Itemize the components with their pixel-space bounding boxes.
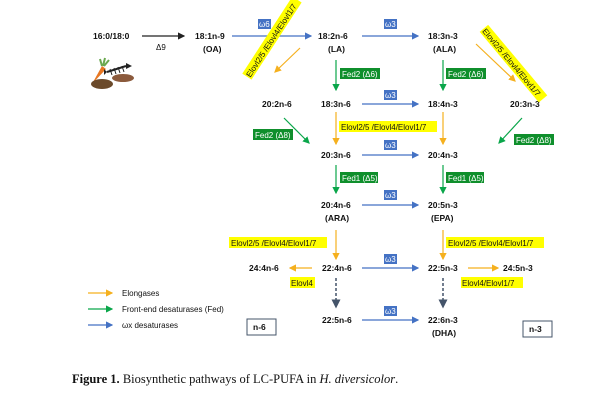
label-omega3-ara: ω3 [384, 190, 397, 200]
svg-text:Fed2 (Δ8): Fed2 (Δ8) [255, 131, 291, 140]
caption-text: Biosynthetic pathways of LC-PUFA in [119, 372, 320, 386]
svg-text:n-3: n-3 [529, 324, 542, 334]
svg-text:ω3: ω3 [385, 307, 396, 316]
series-box-n3: n-3 [522, 320, 553, 338]
svg-text:ω3: ω3 [385, 141, 396, 150]
label-omega3-22-5: ω3 [384, 306, 397, 316]
label-omega3-22-4: ω3 [384, 254, 397, 264]
node-ala: 18:3n-3 [428, 31, 458, 41]
worm-icon [112, 74, 134, 82]
node-20-4n-3: 20:4n-3 [428, 150, 458, 160]
label-elovl-mid: Elovl2/5 /Elovl4/Elovl1/7 [339, 121, 437, 132]
node-22-4n-6: 22:4n-6 [322, 263, 352, 273]
svg-text:Fed1 (Δ5): Fed1 (Δ5) [448, 174, 484, 183]
label-elovl-ara: Elovl2/5 /Elovl4/Elovl1/7 [229, 237, 327, 248]
node-la: 18:2n-6 [318, 31, 348, 41]
legend: Elongases Front-end desaturases (Fed) ωx… [88, 289, 224, 330]
node-oa: 18:1n-9 [195, 31, 225, 41]
node-ara-abbr: (ARA) [325, 213, 349, 223]
svg-text:n-6: n-6 [253, 322, 266, 332]
series-box-n6: n-6 [246, 318, 277, 336]
node-dha: 22:6n-3 [428, 315, 458, 325]
node-20-3n-6: 20:3n-6 [321, 150, 351, 160]
label-elovl4: Elovl4 [290, 277, 315, 288]
arrow-fed2-d8-left [283, 117, 310, 144]
label-fed2-d8-right: Fed2 (Δ8) [514, 134, 554, 145]
svg-text:ω6: ω6 [259, 20, 270, 29]
node-20-2n-6: 20:2n-6 [262, 99, 292, 109]
svg-text:Fed2 (Δ6): Fed2 (Δ6) [342, 70, 378, 79]
figure-caption: Figure 1. Biosynthetic pathways of LC-PU… [72, 372, 398, 387]
svg-text:Fed2 (Δ8): Fed2 (Δ8) [516, 136, 552, 145]
node-epa: 20:5n-3 [428, 200, 458, 210]
node-22-5n-6: 22:5n-6 [322, 315, 352, 325]
arrow-elovl-ala-20-3 [475, 43, 516, 82]
node-22-5n-3: 22:5n-3 [428, 263, 458, 273]
label-omega6: ω6 [258, 19, 271, 29]
svg-text:Elovl2/5 /Elovl4/Elovl1/7: Elovl2/5 /Elovl4/Elovl1/7 [448, 239, 534, 248]
svg-text:ω3: ω3 [385, 20, 396, 29]
svg-text:Elovl4/Elovl1/7: Elovl4/Elovl1/7 [462, 279, 515, 288]
node-ala-abbr: (ALA) [433, 44, 456, 54]
node-la-abbr: (LA) [328, 44, 345, 54]
caption-end: . [395, 372, 399, 386]
node-16-0-18-0: 16:0/18:0 [93, 31, 130, 41]
node-ara: 20:4n-6 [321, 200, 351, 210]
label-elovl-epa: Elovl2/5 /Elovl4/Elovl1/7 [446, 237, 544, 248]
node-dha-abbr: (DHA) [432, 328, 456, 338]
svg-text:Elovl2/5 /Elovl4/Elovl1/7: Elovl2/5 /Elovl4/Elovl1/7 [341, 123, 427, 132]
fish-skeleton-icon [104, 63, 132, 76]
label-fed2-d8-left: Fed2 (Δ8) [253, 129, 293, 140]
arrow-elovl-la-20-2 [274, 47, 301, 73]
food-sources-illustration [91, 57, 134, 89]
label-elovl-diag-right: Elovl2/5 /Elovl4/Elovl1/7 [479, 24, 548, 103]
legend-omega: ωx desaturases [122, 321, 178, 330]
svg-text:Fed1 (Δ5): Fed1 (Δ5) [342, 174, 378, 183]
label-fed1-n6: Fed1 (Δ5) [340, 172, 378, 183]
node-20-3n-3: 20:3n-3 [510, 99, 540, 109]
label-omega3-20-3: ω3 [384, 140, 397, 150]
svg-text:Fed2 (Δ6): Fed2 (Δ6) [448, 70, 484, 79]
svg-text:ω3: ω3 [385, 255, 396, 264]
svg-text:Elovl2/5 /Elovl4/Elovl1/7: Elovl2/5 /Elovl4/Elovl1/7 [245, 2, 299, 79]
node-oa-abbr: (OA) [203, 44, 222, 54]
svg-text:Elovl4: Elovl4 [291, 279, 313, 288]
label-fed2-d6-n3: Fed2 (Δ6) [446, 68, 486, 79]
svg-text:Elovl2/5 /Elovl4/Elovl1/7: Elovl2/5 /Elovl4/Elovl1/7 [231, 239, 317, 248]
node-18-3n-6: 18:3n-6 [321, 99, 351, 109]
carrot-icon [92, 57, 110, 84]
enzyme-delta9: Δ9 [156, 43, 166, 52]
svg-text:ω3: ω3 [385, 91, 396, 100]
svg-text:Elovl2/5 /Elovl4/Elovl1/7: Elovl2/5 /Elovl4/Elovl1/7 [480, 27, 542, 99]
node-24-5n-3: 24:5n-3 [503, 263, 533, 273]
label-fed2-d6-n6: Fed2 (Δ6) [340, 68, 380, 79]
soil-pile-icon [91, 79, 113, 89]
caption-label: Figure 1. [72, 372, 120, 386]
legend-elongases: Elongases [122, 289, 159, 298]
arrow-fed2-d8-right [498, 117, 523, 144]
node-24-4n-6: 24:4n-6 [249, 263, 279, 273]
node-epa-abbr: (EPA) [431, 213, 454, 223]
caption-species: H. diversicolor [319, 372, 396, 386]
label-fed1-n3: Fed1 (Δ5) [446, 172, 484, 183]
svg-text:ω3: ω3 [385, 191, 396, 200]
node-18-4n-3: 18:4n-3 [428, 99, 458, 109]
label-omega3-18: ω3 [384, 90, 397, 100]
label-elovl-diag-left: Elovl2/5 /Elovl4/Elovl1/7 [242, 0, 302, 80]
legend-fed: Front-end desaturases (Fed) [122, 305, 224, 314]
label-omega3-la-ala: ω3 [384, 19, 397, 29]
label-elovl4-1-7: Elovl4/Elovl1/7 [461, 277, 523, 288]
